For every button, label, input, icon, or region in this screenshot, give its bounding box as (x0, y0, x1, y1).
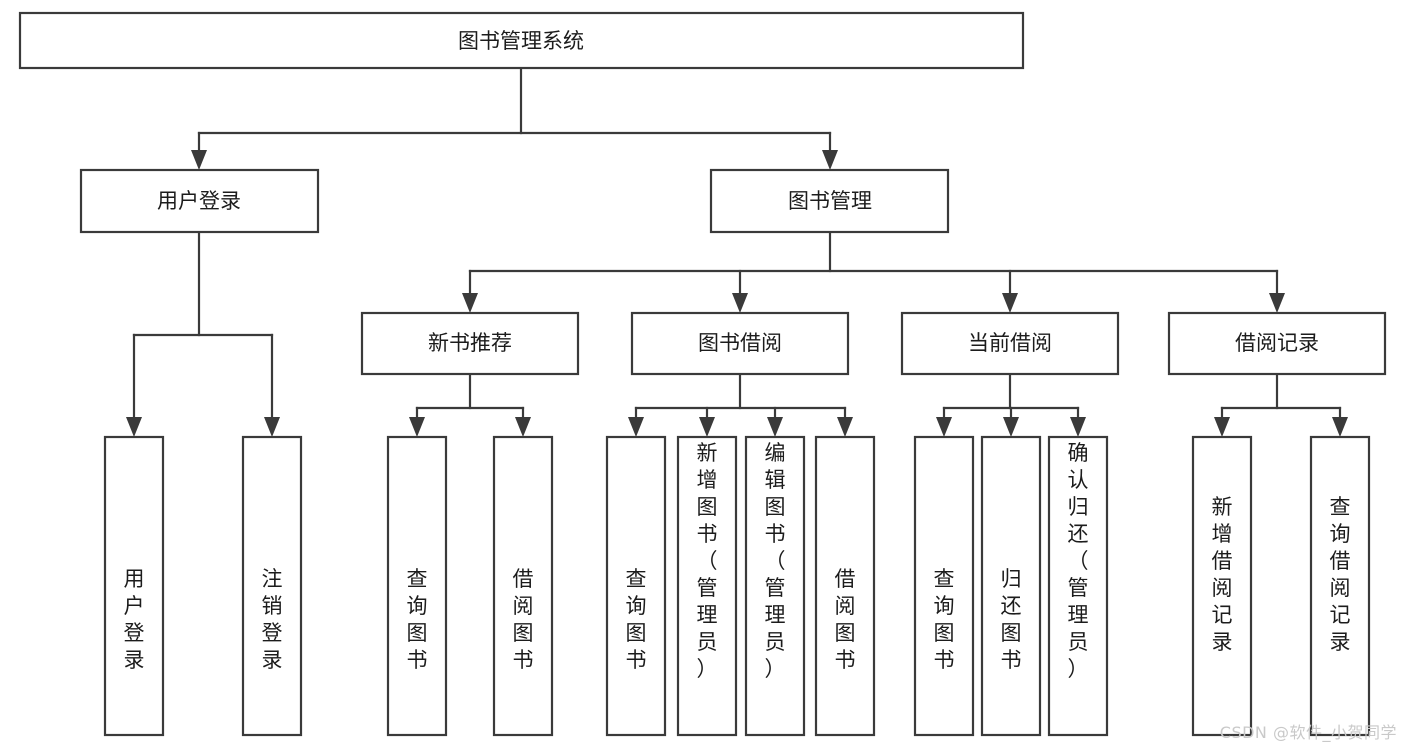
node-leaf-borrow-book-1-label: 借阅图书 (513, 567, 534, 672)
arrow-head-leaf-query-record (1332, 417, 1348, 437)
arrow-head-leaf-add-book (699, 417, 715, 437)
arrow-head-leaf-query-book-1 (409, 417, 425, 437)
node-leaf-add-book-box[interactable] (676, 435, 738, 737)
node-current-borrow[interactable]: 当前借阅 (900, 311, 1120, 376)
node-root-label: 图书管理系统 (458, 29, 584, 53)
node-leaf-user-login-box[interactable] (103, 435, 165, 737)
node-leaf-return-book-label: 归还图书 (1001, 567, 1022, 672)
arrow-head-leaf-borrow-book-1 (515, 417, 531, 437)
arrow-head-leaf-edit-book (767, 417, 783, 437)
node-leaf-query-book-1-label: 查询图书 (407, 567, 428, 672)
arrow-head-user-login (191, 150, 207, 170)
node-leaf-query-book-3-label: 查询图书 (934, 567, 955, 672)
arrow-head-book-manage (822, 150, 838, 170)
node-leaf-return-book-box[interactable] (980, 435, 1042, 737)
node-leaf-edit-book-box[interactable] (744, 435, 806, 737)
node-leaf-edit-book-label: 编辑图书（管理员） (765, 441, 786, 681)
node-book-borrow[interactable]: 图书借阅 (630, 311, 850, 376)
node-current-borrow-label: 当前借阅 (968, 331, 1052, 355)
node-leaf-confirm-return-box[interactable] (1047, 435, 1109, 737)
node-new-book-rec[interactable]: 新书推荐 (360, 311, 580, 376)
arrow-head-book-borrow (732, 293, 748, 313)
node-leaf-borrow-book-1-box[interactable] (492, 435, 554, 737)
node-leaf-query-book-1[interactable]: 查询图书 (386, 435, 448, 737)
node-borrow-record[interactable]: 借阅记录 (1167, 311, 1387, 376)
node-leaf-edit-book[interactable]: 编辑图书（管理员） (744, 435, 806, 737)
node-user-login-label: 用户登录 (157, 189, 241, 213)
node-leaf-logout-label: 注销登录 (262, 567, 283, 672)
arrow-head-leaf-user-login (126, 417, 142, 437)
node-leaf-user-login-label: 用户登录 (124, 567, 145, 672)
node-leaf-borrow-book-2[interactable]: 借阅图书 (814, 435, 876, 737)
node-new-book-rec-label: 新书推荐 (428, 331, 512, 355)
node-leaf-borrow-book-2-label: 借阅图书 (835, 567, 856, 672)
node-leaf-add-record[interactable]: 新增借阅记录 (1191, 435, 1253, 737)
node-leaf-add-record-label: 新增借阅记录 (1212, 495, 1233, 654)
node-leaf-add-record-box[interactable] (1191, 435, 1253, 737)
node-borrow-record-box[interactable] (1167, 311, 1387, 376)
connector-layer (126, 66, 1348, 437)
arrow-head-new-book-rec (462, 293, 478, 313)
node-leaf-query-record[interactable]: 查询借阅记录 (1309, 435, 1371, 737)
node-leaf-logout[interactable]: 注销登录 (241, 435, 303, 737)
node-leaf-query-book-3[interactable]: 查询图书 (913, 435, 975, 737)
node-borrow-record-label: 借阅记录 (1235, 331, 1319, 355)
node-leaf-user-login[interactable]: 用户登录 (103, 435, 165, 737)
arrow-head-leaf-return-book (1003, 417, 1019, 437)
node-book-borrow-label: 图书借阅 (698, 331, 782, 355)
arrow-head-leaf-borrow-book-2 (837, 417, 853, 437)
node-book-manage[interactable]: 图书管理 (709, 168, 950, 234)
node-leaf-add-book[interactable]: 新增图书（管理员） (676, 435, 738, 737)
node-leaf-query-record-box[interactable] (1309, 435, 1371, 737)
node-leaf-logout-box[interactable] (241, 435, 303, 737)
node-leaf-confirm-return-label: 确认归还（管理员） (1068, 441, 1089, 681)
node-leaf-query-book-2-box[interactable] (605, 435, 667, 737)
node-leaf-query-book-2-label: 查询图书 (626, 567, 647, 672)
arrow-head-leaf-query-book-3 (936, 417, 952, 437)
node-book-borrow-box[interactable] (630, 311, 850, 376)
arrow-head-leaf-query-book-2 (628, 417, 644, 437)
arrow-head-current-borrow (1002, 293, 1018, 313)
node-leaf-add-book-label: 新增图书（管理员） (697, 441, 718, 681)
arrow-head-borrow-record (1269, 293, 1285, 313)
node-book-manage-box[interactable] (709, 168, 950, 234)
node-user-login[interactable]: 用户登录 (79, 168, 320, 234)
node-leaf-return-book[interactable]: 归还图书 (980, 435, 1042, 737)
node-leaf-confirm-return[interactable]: 确认归还（管理员） (1047, 435, 1109, 737)
node-root-box[interactable] (18, 11, 1025, 70)
node-book-manage-label: 图书管理 (788, 189, 872, 213)
arrow-head-leaf-add-record (1214, 417, 1230, 437)
node-new-book-rec-box[interactable] (360, 311, 580, 376)
node-current-borrow-box[interactable] (900, 311, 1120, 376)
node-leaf-borrow-book-1[interactable]: 借阅图书 (492, 435, 554, 737)
node-leaf-query-book-2[interactable]: 查询图书 (605, 435, 667, 737)
arrow-head-leaf-logout (264, 417, 280, 437)
arrow-head-leaf-confirm-return (1070, 417, 1086, 437)
node-user-login-box[interactable] (79, 168, 320, 234)
node-leaf-borrow-book-2-box[interactable] (814, 435, 876, 737)
node-leaf-query-book-1-box[interactable] (386, 435, 448, 737)
node-root[interactable]: 图书管理系统 (18, 11, 1025, 70)
node-leaf-query-record-label: 查询借阅记录 (1330, 495, 1351, 654)
node-leaf-query-book-3-box[interactable] (913, 435, 975, 737)
